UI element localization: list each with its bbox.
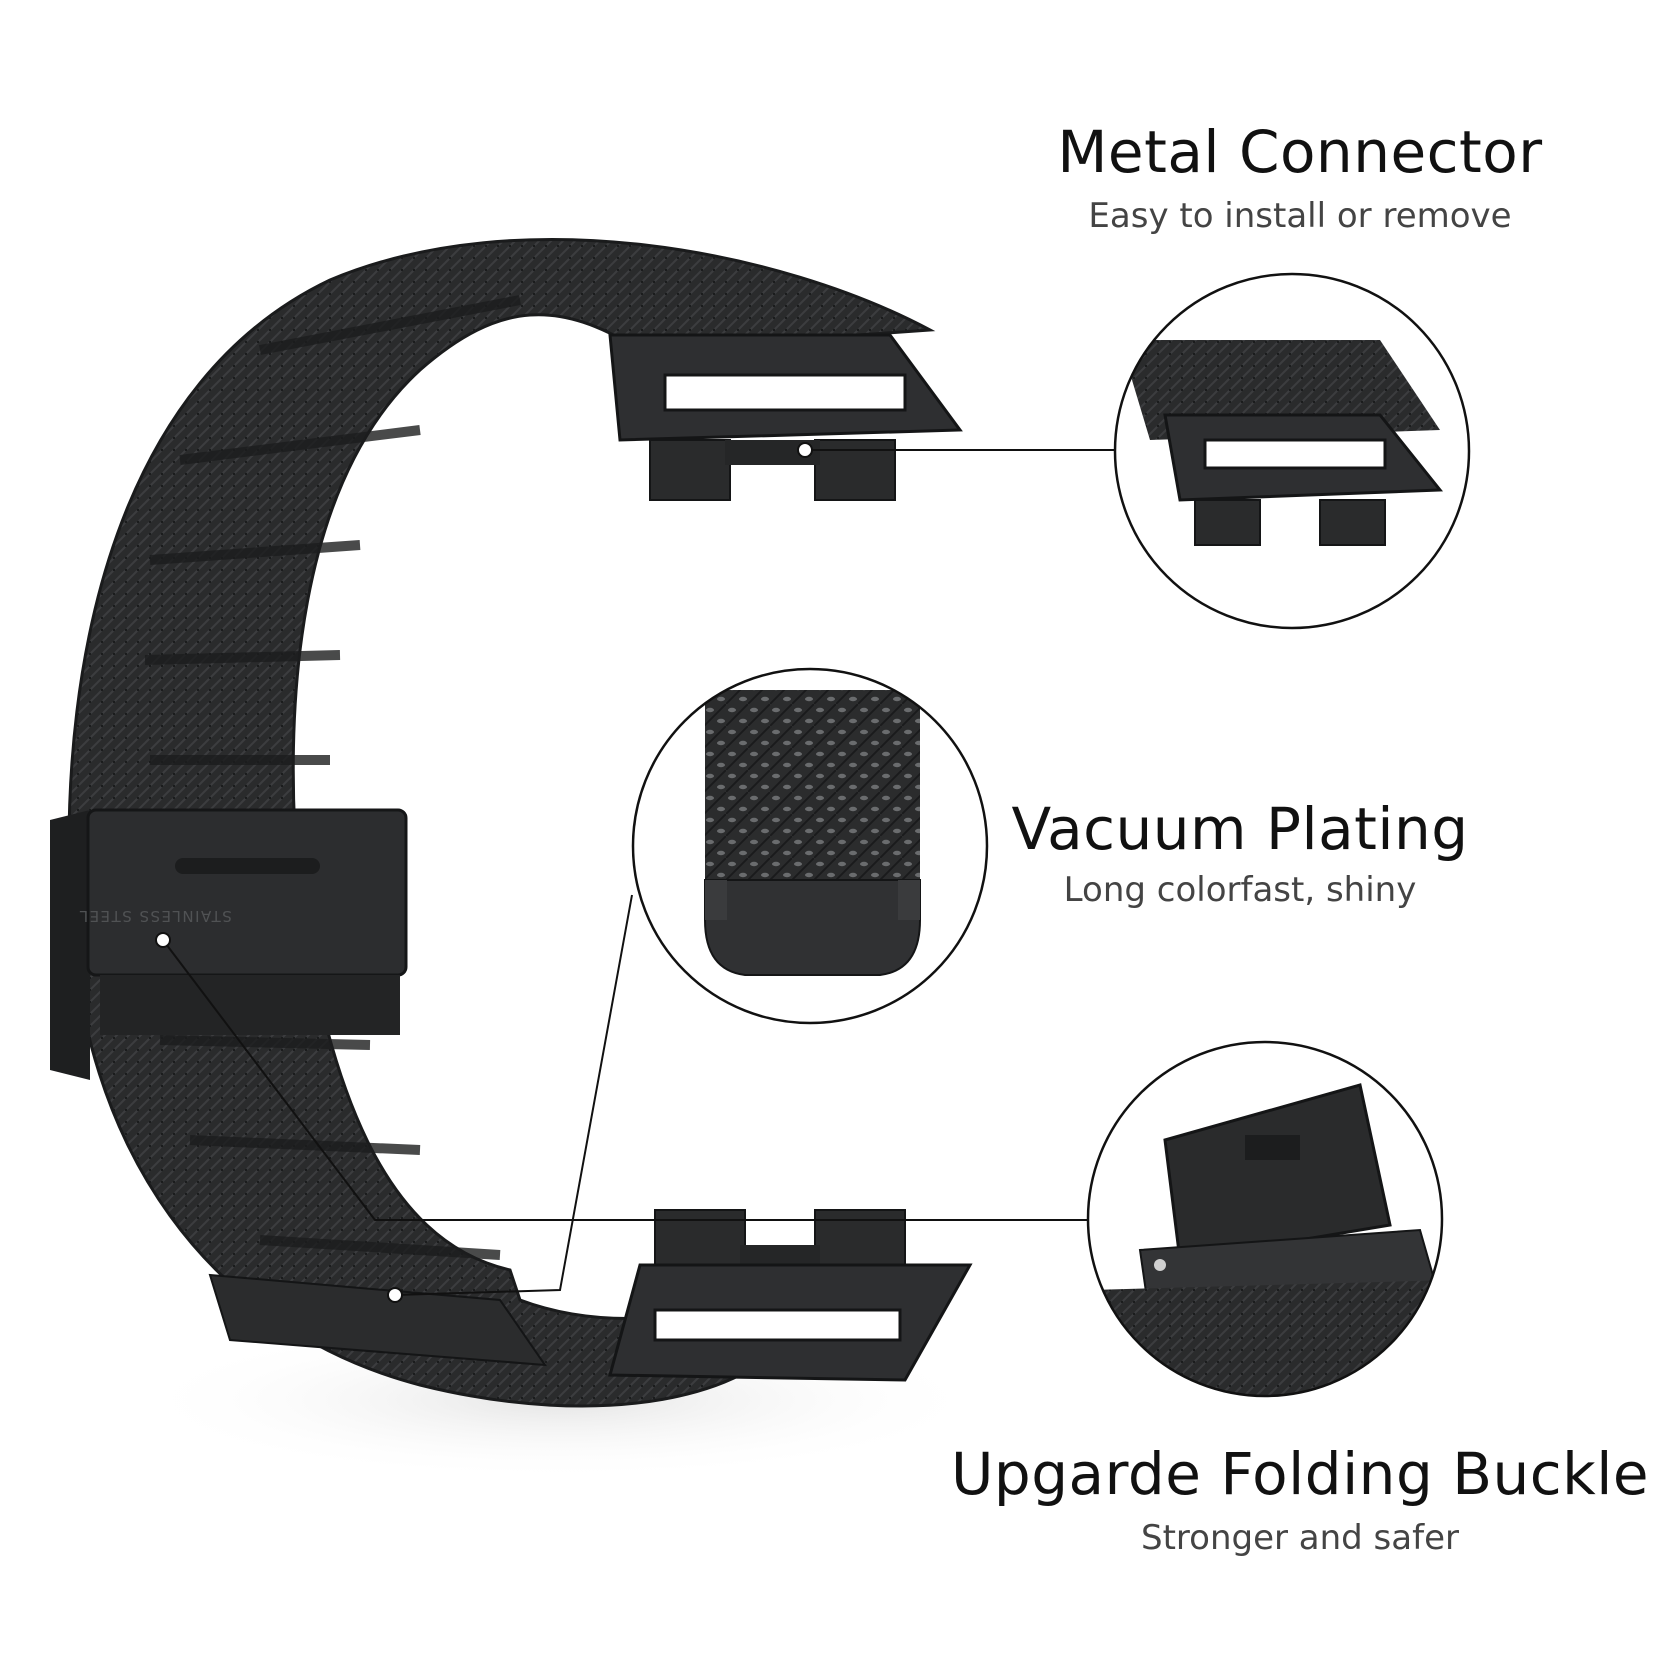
connector-zoom: [1113, 272, 1471, 630]
feature-subtitle-folding-buckle: Stronger and safer: [1141, 1518, 1459, 1558]
clasp: STAINLESS STEEL: [50, 808, 408, 1080]
callout-lines: [155, 442, 1118, 1303]
clasp-stamp: STAINLESS STEEL: [78, 907, 232, 925]
mesh-zoom: [631, 667, 989, 1025]
feature-title-metal-connector: Metal Connector: [1057, 118, 1543, 186]
feature-subtitle-metal-connector: Easy to install or remove: [1088, 196, 1512, 236]
feature-subtitle-vacuum-plating: Long colorfast, shiny: [1063, 870, 1417, 910]
top-connector: [608, 333, 963, 501]
feature-title-folding-buckle: Upgarde Folding Buckle: [950, 1440, 1650, 1508]
feature-title-vacuum-plating: Vacuum Plating: [1011, 795, 1469, 863]
bottom-connector: [608, 1209, 973, 1382]
buckle-zoom: [1086, 1040, 1444, 1398]
watch-band-illustration: STAINLESS STEEL: [50, 238, 973, 1408]
